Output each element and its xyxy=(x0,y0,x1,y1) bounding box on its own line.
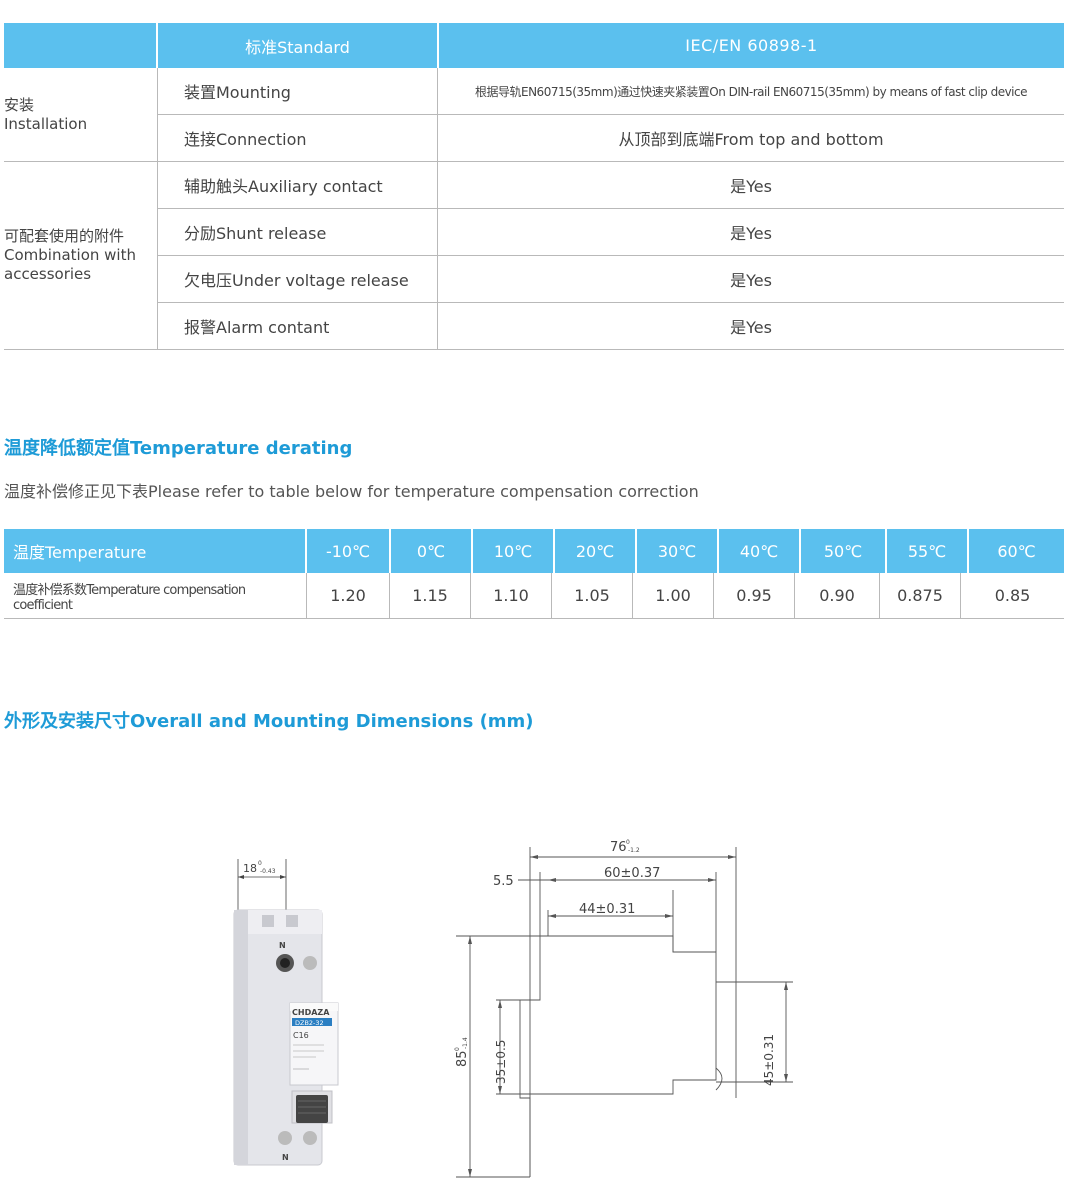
height-85-label: 85 xyxy=(455,1050,470,1067)
spec-table: 标准Standard IEC/EN 60898-1 安装 Installatio… xyxy=(4,23,1064,350)
width-tol-lower: -0.43 xyxy=(260,868,276,875)
coefficient-cell: 0.85 xyxy=(994,586,1031,605)
spec-row-mounting: 装置Mounting 根据导轨EN60715(35mm)通过快速夹紧装置On D… xyxy=(158,68,1064,115)
temperature-table: 温度Temperature -10℃ 0℃ 10℃ 20℃ 30℃ 40℃ 50… xyxy=(4,529,1064,619)
temperature-cell: 50℃ xyxy=(801,529,887,573)
width-dim-label: 18 xyxy=(243,862,257,875)
spec-value: 是Yes xyxy=(730,318,772,337)
spec-key: 装置Mounting xyxy=(158,68,438,114)
spec-row-connection: 连接Connection 从顶部到底端From top and bottom xyxy=(158,115,1064,161)
rating-label: C16 xyxy=(293,1031,309,1040)
coefficient-cell: 1.15 xyxy=(390,573,471,618)
depth-60-label: 60±0.37 xyxy=(604,866,660,881)
terminal-top-label: N xyxy=(279,941,286,950)
coefficient-cell: 1.05 xyxy=(552,573,633,618)
spec-value: 根据导轨EN60715(35mm)通过快速夹紧装置On DIN-rail EN6… xyxy=(475,84,1028,99)
breaker-product-image: 18 0 -0.43 N CHDAZA DZB2-32 C16 N xyxy=(233,859,339,1166)
overall-depth-label: 76 xyxy=(610,840,627,855)
group-installation: 安装 Installation 装置Mounting 根据导轨EN60715(3… xyxy=(4,68,1064,162)
temperature-header-label: 温度Temperature xyxy=(4,529,307,573)
coefficient-row-label: 温度补偿系数Temperature compensation coefficie… xyxy=(4,573,307,618)
dimension-drawing: 76 0 -1.2 60±0.37 44±0.31 5.5 85 0 -1.4 … xyxy=(454,839,793,1178)
coefficient-cell: 0.875 xyxy=(880,573,961,618)
header-standard-label: 标准Standard xyxy=(158,23,439,68)
group-label-cn: 可配套使用的附件 xyxy=(4,227,125,245)
height-85-tol-upper: 0 xyxy=(454,1047,461,1051)
spec-key: 辅助触头Auxiliary contact xyxy=(158,162,438,208)
group-label-en: Combination with accessories xyxy=(4,246,136,283)
spec-key: 分励Shunt release xyxy=(158,209,438,255)
overall-depth-tol-lower: -1.2 xyxy=(628,847,640,854)
height-45-label: 45±0.31 xyxy=(762,1034,776,1086)
temperature-cell: 60℃ xyxy=(997,541,1036,561)
spec-value: 是Yes xyxy=(730,177,772,196)
overall-depth-tol-upper: 0 xyxy=(626,839,630,846)
spec-row-undervoltage: 欠电压Under voltage release 是Yes xyxy=(158,256,1064,303)
temperature-cell: 30℃ xyxy=(637,529,719,573)
coefficient-cell: 1.20 xyxy=(307,573,390,618)
offset-label: 5.5 xyxy=(493,874,514,889)
temperature-cell: 10℃ xyxy=(473,529,555,573)
spec-value: 是Yes xyxy=(730,224,772,243)
coefficient-row: 温度补偿系数Temperature compensation coefficie… xyxy=(4,573,1064,619)
coefficient-cell: 0.95 xyxy=(714,573,795,618)
spec-key: 欠电压Under voltage release xyxy=(158,256,438,302)
coefficient-cell: 1.00 xyxy=(633,573,714,618)
group-label: 安装 Installation xyxy=(4,68,158,161)
temperature-cell: 55℃ xyxy=(887,529,969,573)
depth-44-label: 44±0.31 xyxy=(579,902,635,917)
coefficient-cell: 0.90 xyxy=(795,573,880,618)
spec-row-auxiliary: 辅助触头Auxiliary contact 是Yes xyxy=(158,162,1064,209)
spec-value: 是Yes xyxy=(730,271,772,290)
temperature-title: 温度降低额定值Temperature derating xyxy=(4,438,353,459)
group-accessories: 可配套使用的附件 Combination with accessories 辅助… xyxy=(4,162,1064,350)
spec-value: 从顶部到底端From top and bottom xyxy=(618,130,884,149)
temperature-note: 温度补偿修正见下表Please refer to table below for… xyxy=(4,482,699,501)
temperature-cell: -10℃ xyxy=(307,529,391,573)
temperature-cell: 0℃ xyxy=(391,529,473,573)
temperature-cell: 20℃ xyxy=(555,529,637,573)
height-85-tol-lower: -1.4 xyxy=(462,1037,469,1049)
spec-key: 报警Alarm contant xyxy=(158,303,438,349)
terminal-bottom-label: N xyxy=(282,1153,289,1162)
temperature-header-row: 温度Temperature -10℃ 0℃ 10℃ 20℃ 30℃ 40℃ 50… xyxy=(4,529,1064,573)
header-standard-value: IEC/EN 60898-1 xyxy=(685,36,818,55)
brand-logo: CHDAZA xyxy=(292,1008,330,1017)
header-empty-cell xyxy=(4,23,158,68)
group-label: 可配套使用的附件 Combination with accessories xyxy=(4,162,158,349)
group-label-en: Installation xyxy=(4,114,88,133)
height-35-label: 35±0.5 xyxy=(494,1040,508,1084)
spec-row-shunt: 分励Shunt release 是Yes xyxy=(158,209,1064,256)
spec-row-alarm: 报警Alarm contant 是Yes xyxy=(158,303,1064,349)
group-label-cn: 安装 xyxy=(4,95,35,114)
coefficient-cell: 1.10 xyxy=(471,573,552,618)
spec-table-header: 标准Standard IEC/EN 60898-1 xyxy=(4,23,1064,68)
width-tol-upper: 0 xyxy=(258,860,262,867)
spec-key: 连接Connection xyxy=(158,115,438,161)
model-label: DZB2-32 xyxy=(295,1019,324,1027)
dimensions-title: 外形及安装尺寸Overall and Mounting Dimensions (… xyxy=(4,711,534,732)
temperature-cell: 40℃ xyxy=(719,529,801,573)
